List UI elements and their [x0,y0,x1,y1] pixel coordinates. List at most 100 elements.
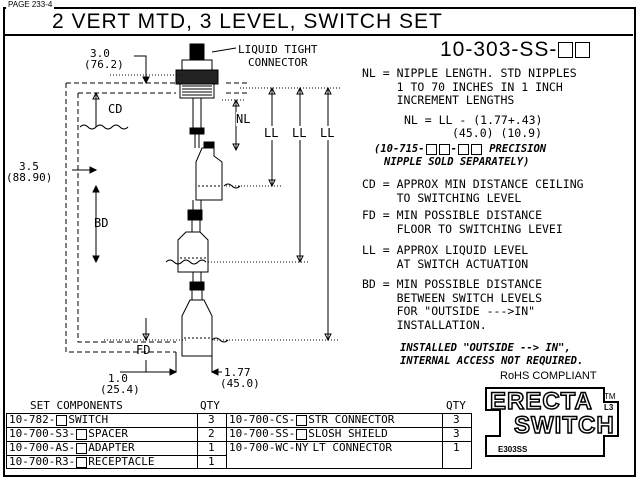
tank-outline-outer [65,82,176,353]
dim-right-in: 1.77 [224,366,251,379]
note-nl: NL = NIPPLE LENGTH. STD NIPPLES 1 TO 70 … [362,66,577,107]
dim-left-mm: (88.90) [6,171,53,184]
note-precision: (10-715-- PRECISION [374,143,547,155]
logo-word-2: SWITCH [513,411,615,440]
logo-word-1: ERECTA [489,387,593,416]
row-name: RECEPTACLE [88,455,155,468]
nipple-pipe [192,98,202,128]
page-title: 2 VERT MTD, 3 LEVEL, SWITCH SET [4,8,633,36]
row-box [76,442,88,454]
switch-3 [181,299,213,357]
label-ll-3: LL [320,126,335,140]
dim-cd [92,91,100,127]
sheet-border [3,7,636,477]
label-cd: CD [108,102,123,116]
row-name: STR CONNECTOR [308,413,395,426]
table-row: 10-700-SS-SLOSH SHIELD [229,427,388,441]
row-qty: 1 [208,455,215,468]
part-number: 10-303-SS- [440,38,591,62]
page-label: PAGE 233-4 [6,0,55,9]
connector-label-1: LIQUID TIGHT [238,43,318,56]
logo-frame [485,387,619,457]
row-prefix: 10-700-S3- [9,427,76,440]
precision-box-2 [438,143,450,155]
connector-leader [211,47,237,53]
dim-ll-2 [296,86,304,264]
label-ll-2: LL [292,126,307,140]
part-number-box-2 [575,42,591,59]
note-rohs: RoHS COMPLIANT [500,370,597,382]
connector-top [189,43,205,61]
dim-top-mm: (76.2) [84,58,124,71]
part-number-text: 10-303-SS- [440,38,558,61]
part-number-box-1 [558,42,574,59]
components-qty-header-left: QTY [200,399,220,412]
components-header: SET COMPONENTS [30,399,123,412]
row-name: ADAPTER [88,441,135,454]
dim-bottom-in: 1.0 [108,372,128,385]
row-prefix: 10-700-R3- [9,455,76,468]
table-row: 10-700-R3- RECEPTACLE [9,455,154,469]
row-name: LT CONNECTOR [312,441,392,454]
connector-body [175,69,219,85]
row-qty: 1 [208,441,215,454]
table-row-line-3 [6,455,227,456]
row-qty: 2 [208,427,215,440]
precision-box-3 [457,143,469,155]
table-row-line-1 [6,427,472,428]
row-qty: 3 [453,427,460,440]
label-nl: NL [236,112,251,126]
table-row: 10-782- SWITCH [9,413,108,427]
label-fd: FD [136,343,151,357]
components-qty-header-right: QTY [446,399,466,412]
row-box [56,414,68,426]
label-ll-1: LL [264,126,279,140]
dim-right-mm: (45.0) [220,377,260,390]
table-row-line-2 [6,441,472,442]
precision-box-4 [470,143,482,155]
note-bd: BD = MIN POSSIBLE DISTANCE BETWEEN SWITC… [362,277,543,332]
dim-bottom-mm: (25.4) [100,383,140,396]
table-row: 10-700-AS-ADAPTER [9,441,135,455]
row-box [76,428,88,440]
erecta-switch-logo: ERECTA SWITCH TM L3 E303SS [484,384,620,458]
note-installed: INSTALLED "OUTSIDE --> IN", INTERNAL ACC… [400,342,584,367]
note-precision-suffix: PRECISION [482,143,547,155]
row-name: SPACER [88,427,128,440]
dim-fd [142,318,150,342]
row-name: SLOSH SHIELD [308,427,388,440]
switch-1 [195,147,223,201]
note-formula: NL = LL - (1.77+.43) [404,113,543,127]
liquid-wave-ceiling [79,124,129,130]
note-ll: LL = APPROX LIQUID LEVEL AT SWITCH ACTUA… [362,243,529,271]
note-precision-prefix: (10-715- [374,143,425,155]
switch-2 [177,231,209,273]
row-qty: 1 [453,441,460,454]
row-qty: 3 [208,413,215,426]
note-fd: FD = MIN POSSIBLE DISTANCE FLOOR TO SWIT… [362,208,563,236]
note-formula-mm: (45.0) (10.9) [452,126,543,140]
row-box [296,428,308,440]
logo-l3: L3 [604,403,614,412]
dim-top-in: 3.0 [90,47,110,60]
tank-outline-inner [77,92,176,343]
note-precision-line2: NIPPLE SOLD SEPARATELY) [384,156,530,168]
table-row: 10-700-CS- STR CONNECTOR [229,413,394,427]
note-cd: CD = APPROX MIN DISTANCE CEILING TO SWIT… [362,177,584,205]
row-box [296,414,308,426]
row-box [76,456,88,468]
row-qty: 3 [453,413,460,426]
tank-outline-right [226,82,250,94]
row-prefix: 10-700-CS- [229,413,296,426]
dim-left-in: 3.5 [19,160,39,173]
table-row: 10-700-S3- SPACER [9,427,128,441]
connector-label-2: CONNECTOR [248,56,308,69]
connector-nut [181,59,213,71]
logo-tm: TM [604,392,616,401]
label-bd: BD [94,216,109,230]
row-prefix: 10-782- [9,413,56,426]
logo-code: E303SS [498,445,528,454]
row-name: SWITCH [68,413,109,426]
